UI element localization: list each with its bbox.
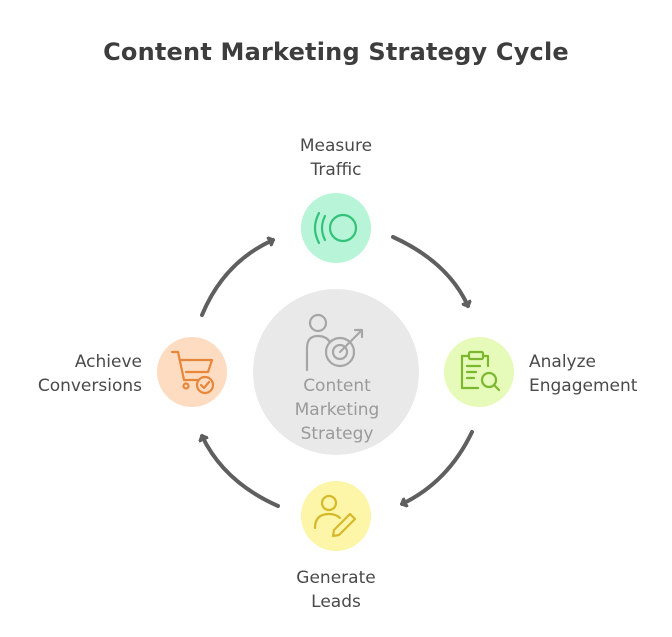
diagram-title: Content Marketing Strategy Cycle	[103, 38, 569, 66]
person-target-icon	[305, 313, 364, 372]
label-analyze-engagement: Analyze Engagement	[529, 352, 638, 396]
arrow-conversions-to-measure	[200, 240, 275, 317]
node-measure-traffic	[301, 193, 371, 263]
arrow-analyze-to-leads	[400, 430, 474, 504]
clipboard-search-icon	[460, 350, 501, 392]
user-pencil-icon	[313, 494, 357, 538]
node-analyze-engagement	[444, 337, 514, 407]
signal-waves-icon	[313, 211, 358, 245]
cart-check-icon	[170, 350, 215, 395]
arrow-leads-to-conversions	[202, 434, 280, 508]
center-label: Content Marketing Strategy	[294, 376, 380, 444]
arrow-measure-to-analyze	[391, 235, 468, 308]
label-measure-traffic: Measure Traffic	[299, 136, 373, 180]
label-achieve-conversions: Achieve Conversions	[37, 352, 142, 396]
label-generate-leads: Generate Leads	[296, 568, 376, 612]
center-circle	[253, 289, 419, 455]
